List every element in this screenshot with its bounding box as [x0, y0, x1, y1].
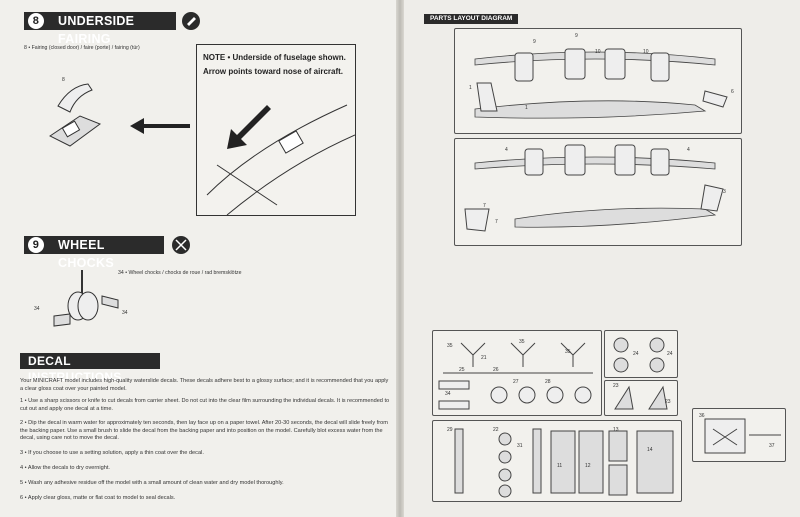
part-number: 12 [585, 463, 591, 469]
part-number: 7 [495, 219, 498, 225]
part-number: 36 [699, 413, 705, 419]
part-number: 37 [769, 443, 775, 449]
part-number: 24 [667, 351, 673, 357]
part-number: 10 [643, 49, 649, 55]
wheel-chocks-drawing [53, 270, 119, 327]
part-number: 35 [565, 349, 571, 355]
sprue-2: 4 4 3 7 7 [454, 138, 742, 246]
part-number: 1 [469, 85, 472, 91]
part-number: 31 [517, 443, 523, 449]
decal-step-3: 3 • If you choose to use a setting solut… [20, 450, 204, 456]
part-number: 29 [447, 427, 453, 433]
part-number: 27 [513, 379, 519, 385]
sprue-1: 9 10 10 1 1 6 9 [454, 28, 742, 134]
part-number: 34 [445, 391, 451, 397]
sprue-1-drawing [474, 48, 728, 119]
step-9-header: 9 WHEEL CHOCKS [24, 236, 164, 270]
decal-step-2: 2 • Dip the decal in warm water for appr… [20, 420, 388, 441]
glue-icon [182, 12, 200, 30]
sprue-3: 35 21 35 35 25 26 34 27 28 [432, 330, 602, 416]
decal-step-4: 4 • Allow the decals to dry overnight. [20, 465, 110, 471]
fuselage-underside-drawing [206, 104, 355, 215]
stand-sprue: 23 23 [604, 380, 678, 416]
decal-step-6: 6 • Apply clear gloss, matte or flat coa… [20, 495, 176, 501]
parts-layout-header: PARTS LAYOUT DIAGRAM [424, 14, 519, 24]
stand-sprue-drawing [614, 385, 668, 410]
sprue-5-drawing [704, 418, 781, 454]
part-number: 9 [575, 33, 578, 39]
note-text: NOTE • Underside of fuselage shown. Arro… [203, 53, 346, 76]
step-8-title: UNDERSIDE FAIRING [58, 14, 135, 46]
step-9-title: WHEEL CHOCKS [58, 238, 114, 270]
part-number: 24 [633, 351, 639, 357]
part-label: 8 [62, 77, 65, 83]
sprue-4-drawing [454, 428, 674, 498]
part-number: 6 [731, 89, 734, 95]
part-number: 35 [447, 343, 453, 349]
wheel-sprue: 24 24 [604, 330, 678, 378]
part-number: 4 [687, 147, 690, 153]
part-number: 9 [533, 39, 536, 45]
sprue-3-drawing [438, 342, 593, 410]
part-number: 7 [483, 203, 486, 209]
chock-label-right: 34 [122, 310, 128, 316]
step-8-caption: 8 • Fairing (closed door) / faire (porte… [24, 45, 140, 51]
part-number: 26 [493, 367, 499, 373]
step-9-number: 9 [28, 237, 44, 253]
sprue-4: 29 22 31 11 12 13 14 [432, 420, 682, 502]
sprue-5: 36 37 [692, 408, 786, 462]
part-number: 23 [665, 399, 671, 405]
decal-intro: Your MINICRAFT model includes high-quali… [20, 378, 389, 392]
sprue-2-drawing [464, 144, 724, 232]
fairing-drawing [49, 83, 190, 147]
page-gutter [396, 0, 404, 517]
part-number: 28 [545, 379, 551, 385]
part-number: 3 [723, 189, 726, 195]
part-number: 21 [481, 355, 487, 361]
chock-label-left: 34 [34, 306, 40, 312]
decal-instructions-header: DECAL INSTRUCTIONS [20, 353, 160, 384]
part-number: 1 [525, 105, 528, 111]
step-8-header: 8 UNDERSIDE FAIRING [24, 12, 176, 46]
part-number: 25 [459, 367, 465, 373]
step-8-number: 8 [28, 13, 44, 29]
step-9-caption: 34 • Wheel chocks / chocks de roue / rad… [118, 270, 242, 276]
wheel-sprue-drawing [613, 337, 665, 373]
part-number: 14 [647, 447, 653, 453]
part-number: 11 [557, 463, 563, 469]
decal-step-5: 5 • Wash any adhesive residue off the mo… [20, 480, 284, 486]
part-number: 13 [613, 427, 619, 433]
part-number: 22 [493, 427, 499, 433]
no-glue-icon [172, 236, 190, 254]
part-number: 23 [613, 383, 619, 389]
note-box: NOTE • Underside of fuselage shown. Arro… [196, 44, 356, 216]
part-number: 4 [505, 147, 508, 153]
part-number: 10 [595, 49, 601, 55]
decal-step-1: 1 • Use a sharp scissors or knife to cut… [20, 398, 390, 412]
part-number: 35 [519, 339, 525, 345]
